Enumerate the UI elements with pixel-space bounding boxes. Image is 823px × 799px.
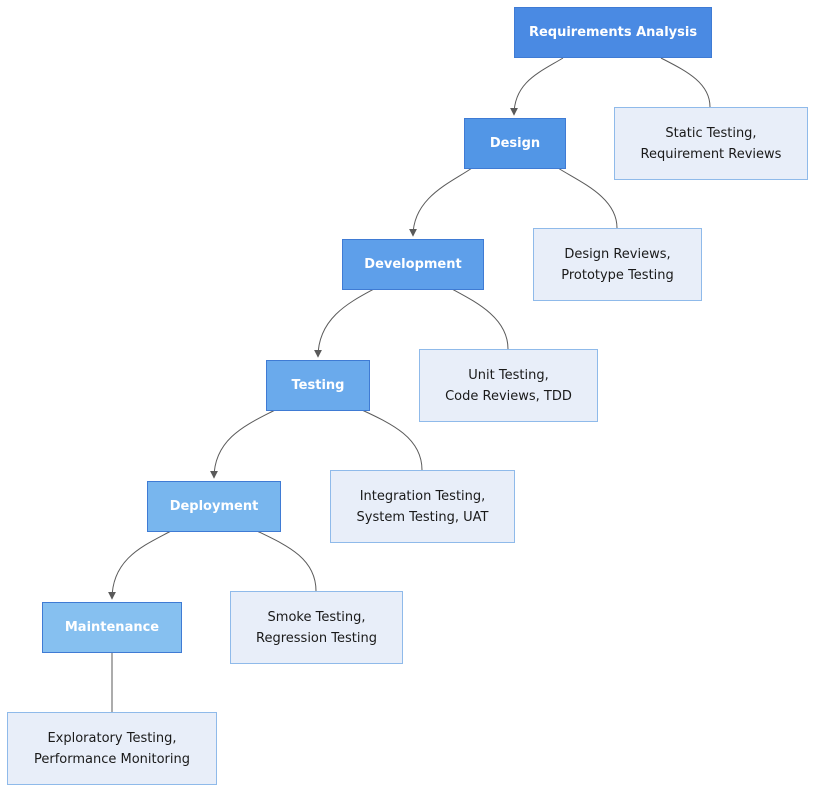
practice-line: Unit Testing, xyxy=(468,367,549,383)
phase-label: Maintenance xyxy=(64,620,160,635)
phase-maintenance: Maintenance xyxy=(42,602,182,653)
edge-design-to-practice xyxy=(557,167,618,229)
edge-development-to-testing xyxy=(314,288,375,358)
practice-line: Performance Monitoring xyxy=(33,751,191,767)
practice-line: Integration Testing, xyxy=(359,488,486,504)
practice-line: Static Testing, xyxy=(665,125,757,141)
practice-unit-testing: Unit Testing, Code Reviews, TDD xyxy=(419,349,598,422)
practice-line: Prototype Testing xyxy=(561,267,674,283)
practice-exploratory-testing: Exploratory Testing, Performance Monitor… xyxy=(7,712,217,785)
phase-design: Design xyxy=(464,118,566,169)
phase-label: Development xyxy=(364,257,462,272)
practice-line: System Testing, UAT xyxy=(356,509,489,525)
phase-requirements-analysis: Requirements Analysis xyxy=(514,7,712,58)
edge-requirements-to-practice xyxy=(660,57,711,108)
practice-line: Requirement Reviews xyxy=(640,146,782,162)
phase-label: Design xyxy=(489,136,541,151)
practice-integration-testing: Integration Testing, System Testing, UAT xyxy=(330,470,515,543)
phase-label: Deployment xyxy=(169,499,259,514)
phase-development: Development xyxy=(342,239,484,290)
edge-development-to-practice xyxy=(451,288,509,350)
practice-line: Smoke Testing, xyxy=(267,609,366,625)
edge-deployment-to-practice xyxy=(256,530,317,592)
practice-line: Regression Testing xyxy=(256,630,377,646)
edge-testing-to-practice xyxy=(361,409,423,471)
practice-line: Code Reviews, TDD xyxy=(445,388,572,404)
phase-label: Requirements Analysis xyxy=(528,25,698,40)
practice-line: Design Reviews, xyxy=(564,246,671,262)
edge-deployment-to-maintenance xyxy=(108,530,172,600)
edge-design-to-development xyxy=(409,167,473,237)
edge-requirements-to-design xyxy=(510,57,564,116)
practice-static-testing: Static Testing, Requirement Reviews xyxy=(614,107,808,180)
practice-smoke-testing: Smoke Testing, Regression Testing xyxy=(230,591,403,664)
practice-line: Exploratory Testing, xyxy=(47,730,177,746)
phase-label: Testing xyxy=(291,378,345,393)
practice-design-reviews: Design Reviews, Prototype Testing xyxy=(533,228,702,301)
edge-testing-to-deployment xyxy=(210,409,276,479)
phase-testing: Testing xyxy=(266,360,370,411)
phase-deployment: Deployment xyxy=(147,481,281,532)
